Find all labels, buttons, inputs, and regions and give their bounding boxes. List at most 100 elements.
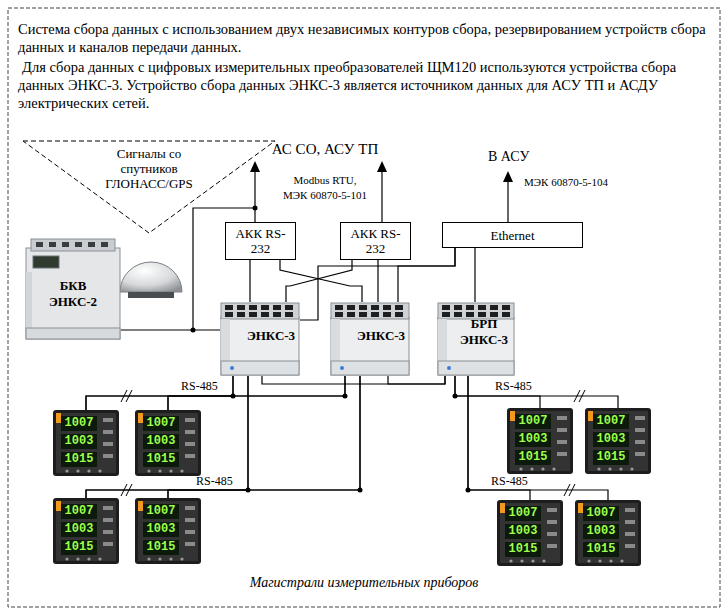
meter-button [76, 557, 79, 560]
bus-connector [388, 376, 445, 384]
collector-unit: БРП ЭНКС-3 [437, 302, 515, 376]
measuring-meter: 100710031015 [135, 410, 201, 476]
meter-reading: 1003 [143, 434, 179, 449]
meter-button [519, 467, 522, 470]
bus-connector [474, 248, 475, 302]
satellite-zone: Сигналы со спутников ГЛОНАСС/GPS [22, 140, 276, 234]
terminal-port [383, 312, 391, 317]
meter-button [542, 559, 545, 562]
measuring-meter: 100710031015 [53, 498, 119, 564]
gps-antenna-dome [120, 262, 182, 292]
meter-button [65, 469, 68, 472]
uplink-arrowhead [503, 171, 513, 182]
terminal-port [478, 305, 486, 310]
box-label: АКК RS-232 [348, 226, 404, 256]
meter-face [138, 413, 198, 473]
meter-button [147, 557, 150, 560]
break-mark [126, 390, 132, 402]
terminal-port [359, 305, 367, 310]
meter-bezel [53, 498, 119, 564]
meter-indicator [103, 506, 113, 510]
terminal-port [347, 312, 355, 317]
measuring-meter: 1007 1003 1015 [497, 500, 563, 566]
junction-dot [453, 394, 458, 399]
protocol-label: Modbus RTU, [268, 174, 382, 187]
box-label: Ethernet [490, 228, 534, 243]
junction-dot [466, 488, 471, 493]
meter-bezel [135, 498, 201, 564]
bus-connector [168, 376, 345, 410]
meter-button [147, 469, 150, 472]
break-mark [121, 484, 127, 496]
meter-button [620, 559, 623, 562]
meter-indicator [635, 452, 645, 456]
meter-reading: 1003 [515, 432, 551, 447]
terminal-port [273, 305, 281, 310]
meter-indicator [557, 440, 567, 444]
terminal-port [285, 312, 293, 317]
terminal-port [225, 312, 233, 317]
meter-button [520, 559, 523, 562]
meter-reading: 1007 [143, 416, 179, 431]
meter-reading: 1007 [505, 506, 541, 521]
satellite-text: Сигналы со спутников ГЛОНАСС/GPS [97, 146, 201, 191]
break-mark [126, 484, 132, 496]
status-led [230, 366, 234, 370]
unit-side-shade [331, 319, 340, 361]
meter-bezel [135, 410, 201, 476]
meter-button [169, 557, 172, 560]
terminal-port [383, 305, 391, 310]
measuring-meter: 100710031015 [53, 410, 119, 476]
caption-text: Магистрали измерительных приборов [0, 574, 728, 591]
meter-indicator [635, 440, 645, 444]
bus-label: RS-485 [180, 379, 219, 393]
bus-label: RS-485 [494, 379, 533, 393]
unit-front-strip [438, 361, 514, 375]
title-text: Система сбора данных с использованием дв… [18, 20, 710, 56]
meter-reading: 1015 [515, 450, 551, 465]
meter-reading: 1003 [61, 434, 97, 449]
terminal-port [335, 312, 343, 317]
bus-connector [86, 376, 360, 498]
meter-button [158, 557, 161, 560]
device-label: БРП ЭНКС-3 [457, 316, 511, 348]
uplink-wire [254, 170, 255, 222]
clock-unit: БКВ ЭНКС-2 [25, 238, 121, 340]
junction-dot [191, 328, 196, 333]
meter-button [597, 467, 600, 470]
terminal-port [502, 312, 510, 317]
meter-reading: 1003 [505, 524, 541, 539]
meter-indicator [635, 416, 645, 420]
meter-button [630, 467, 633, 470]
meter-face [138, 501, 198, 561]
terminal-port [454, 305, 462, 310]
description-text: Для сбора данных с цифровых измерительны… [18, 58, 710, 112]
meter-reading: 1015 [505, 542, 541, 557]
measuring-meter: 100710031015 [575, 500, 641, 566]
meter-reading: 1007 [515, 414, 551, 429]
meter-button [608, 467, 611, 470]
unit-front-strip [26, 328, 120, 339]
device-label: БКВ ЭНКС-2 [40, 278, 106, 310]
terminal-slot [101, 242, 108, 247]
junction-dot [246, 488, 251, 493]
measuring-meter: 100710031015 [135, 498, 201, 564]
meter-face [578, 503, 638, 563]
meter-button [180, 557, 183, 560]
unit-front-strip [221, 361, 299, 375]
meter-indicator [547, 520, 557, 524]
meter-indicator [635, 428, 645, 432]
meter-button [158, 469, 161, 472]
meter-button [169, 469, 172, 472]
uplink-arrowhead [377, 161, 387, 172]
terminal-port [249, 305, 257, 310]
meter-indicator [185, 454, 195, 458]
unit-body [221, 317, 299, 375]
device-label: ЭНКС-3 [354, 328, 408, 344]
terminal-port [225, 305, 233, 310]
uplink-wire [381, 170, 382, 222]
bus-label: RS-485 [195, 474, 234, 488]
interface-box: АКК RS-232 [340, 222, 411, 260]
meter-face [500, 503, 560, 563]
meter-button [180, 469, 183, 472]
